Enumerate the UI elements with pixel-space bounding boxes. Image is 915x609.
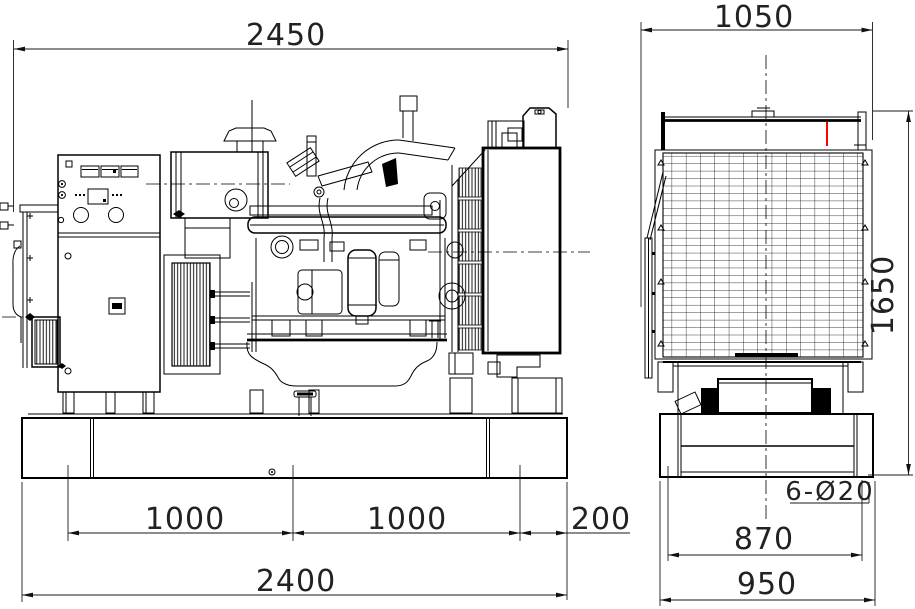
grille-bolts [657, 159, 869, 347]
base-frame-end [659, 413, 874, 478]
conduit-wire [12, 245, 22, 343]
fan-shroud [451, 149, 486, 352]
panel-gauges [73, 207, 124, 223]
dimension-bolt-pitch: 870 [667, 466, 863, 561]
oil-pan [246, 341, 438, 387]
grille-mesh [662, 152, 864, 358]
chassis-section [657, 358, 864, 415]
lifting-bracket [423, 192, 447, 220]
canopy-top [661, 107, 867, 151]
dim-overall-height-label: 1650 [866, 255, 901, 335]
drain-plug [293, 390, 317, 416]
dim-base-width-label: 950 [737, 567, 797, 602]
dimension-overall-length: 2450 [13, 18, 569, 212]
end-view: 1050 1650 6-Ø20 870 [640, 0, 913, 606]
exhaust-flange [399, 95, 418, 112]
fuel-filter [378, 251, 400, 307]
dim-bolt-pitch-label: 870 [734, 522, 794, 557]
dim-mount-pitch-front-label: 1000 [145, 502, 225, 537]
dimension-base-length: 2400 [21, 482, 567, 602]
panel-meters [80, 165, 139, 178]
indicator-lamp [65, 160, 73, 168]
control-cabinet [57, 154, 161, 414]
radiator-grille [654, 149, 873, 360]
dimension-overall-width: 1050 [640, 0, 873, 307]
vent-grille [25, 313, 66, 369]
radiator [448, 107, 563, 414]
cabinet-door [64, 252, 126, 375]
engine-block [247, 165, 466, 352]
alternator-air-screen [171, 262, 211, 367]
door-handle [108, 297, 126, 315]
mounting-holes-label: 6-Ø20 [785, 477, 874, 507]
side-view: 2450 1000 1000 200 2400 [0, 18, 631, 602]
drain-hole [268, 468, 276, 476]
fuel-line [318, 197, 333, 262]
dim-mount-pitch-rear-label: 1000 [367, 502, 447, 537]
dimension-overall-height: 1650 [866, 110, 913, 476]
mounting-holes-note: 6-Ø20 [785, 477, 874, 507]
valve-covers [247, 205, 447, 234]
engine-mount-feet [249, 389, 320, 414]
radiator-core [481, 146, 562, 355]
panel-switches [57, 180, 66, 224]
adapter-tabs [210, 282, 257, 352]
lifting-point [751, 110, 775, 118]
dimension-base-width: 950 [659, 481, 876, 606]
dim-overall-length-label: 2450 [246, 18, 326, 53]
dim-overall-width-label: 1050 [714, 0, 794, 35]
cabinet-pedestals [62, 391, 155, 414]
turbo-piping [286, 95, 456, 191]
dim-mount-end-offset-label: 200 [571, 502, 631, 537]
starter-motor [297, 269, 343, 315]
alternator [163, 188, 257, 375]
expansion-tank [487, 107, 557, 149]
panel-display [75, 188, 122, 205]
dimension-mount-chain: 1000 1000 200 [67, 465, 631, 600]
dim-base-length-label: 2400 [256, 564, 336, 599]
oil-filter [347, 249, 377, 317]
air-cleaner [170, 100, 277, 219]
left-end-fittings [0, 202, 66, 369]
engine [170, 95, 466, 416]
lifting-eye [224, 188, 248, 212]
radiator-brackets [448, 352, 563, 414]
base-frame-side [21, 413, 568, 479]
